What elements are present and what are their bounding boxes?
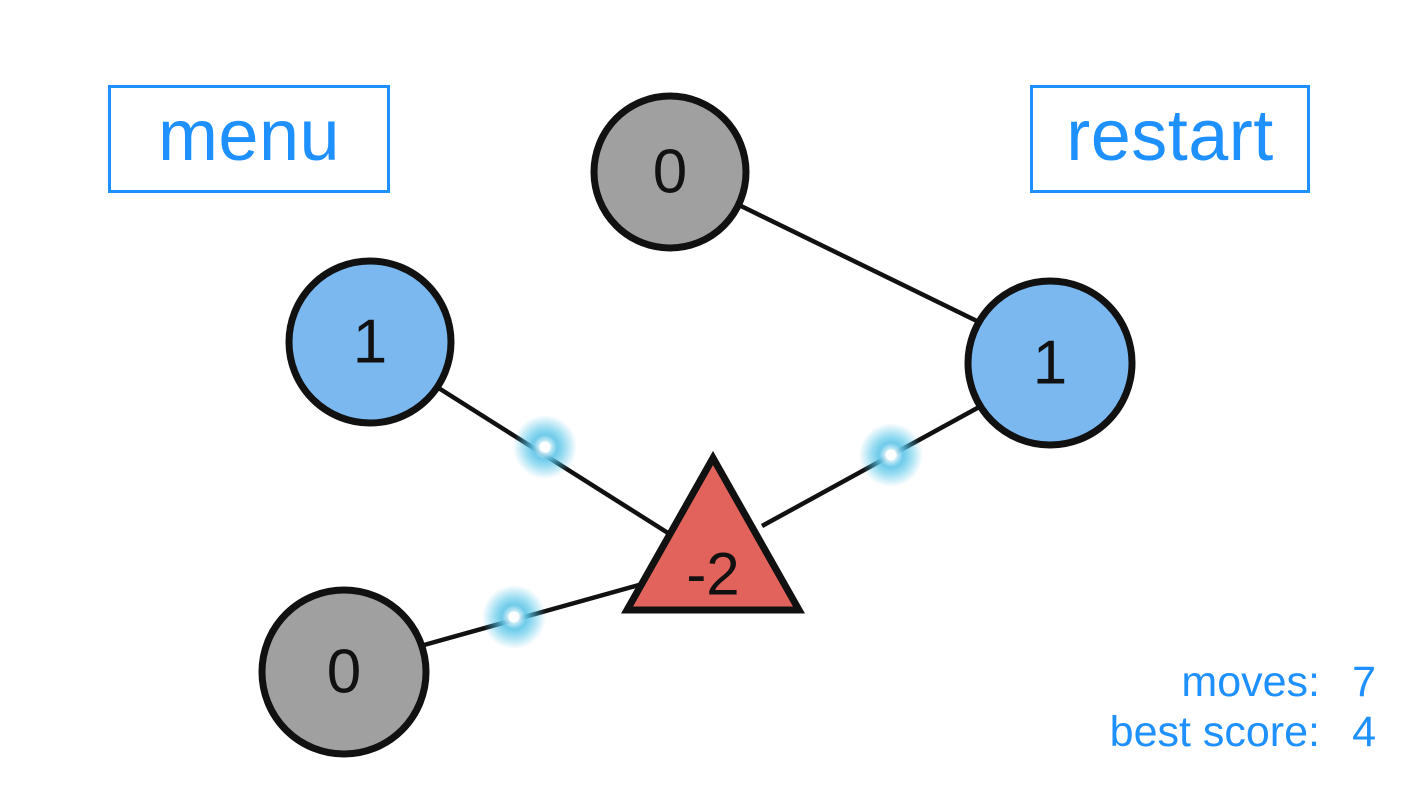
graph-edge[interactable] xyxy=(738,202,984,327)
node-shape-circle xyxy=(964,277,1136,449)
node-shape-circle xyxy=(285,257,455,427)
marker-core xyxy=(508,611,520,623)
graph-node-center[interactable]: -2 xyxy=(620,450,806,614)
edge-marker-glow-icon xyxy=(482,585,546,649)
best-score-row: best score: 4 xyxy=(1110,707,1376,758)
menu-button[interactable]: menu xyxy=(108,85,390,193)
graph-node-left[interactable]: 1 xyxy=(285,257,455,427)
node-value-label: 1 xyxy=(353,308,387,377)
node-shape-triangle xyxy=(620,450,806,614)
restart-button[interactable]: restart xyxy=(1030,85,1310,193)
moves-label: moves: xyxy=(1181,657,1320,706)
node-value-label: 0 xyxy=(653,138,687,207)
graph-node-top[interactable]: 0 xyxy=(590,92,750,252)
best-score-label: best score: xyxy=(1109,708,1320,757)
graph-node-bottomleft[interactable]: 0 xyxy=(258,586,430,758)
score-panel: moves: 7 best score: 4 xyxy=(1110,657,1376,758)
edge-marker-glow-icon xyxy=(513,415,577,479)
node-shape-circle xyxy=(590,92,750,252)
graph-node-right[interactable]: 1 xyxy=(964,277,1136,449)
node-shape-circle xyxy=(258,586,430,758)
best-score-value: 4 xyxy=(1352,708,1376,757)
marker-core xyxy=(885,449,897,461)
moves-row: moves: 7 xyxy=(1110,657,1376,708)
marker-layer xyxy=(482,415,923,649)
node-layer[interactable]: 0 1 1 -2 0 xyxy=(258,92,1136,758)
node-value-label: -2 xyxy=(686,541,739,608)
node-value-label: 0 xyxy=(327,638,361,707)
moves-value: 7 xyxy=(1352,657,1376,706)
edge-marker-glow-icon xyxy=(859,423,923,487)
node-value-label: 1 xyxy=(1033,329,1067,398)
marker-core xyxy=(539,441,551,453)
